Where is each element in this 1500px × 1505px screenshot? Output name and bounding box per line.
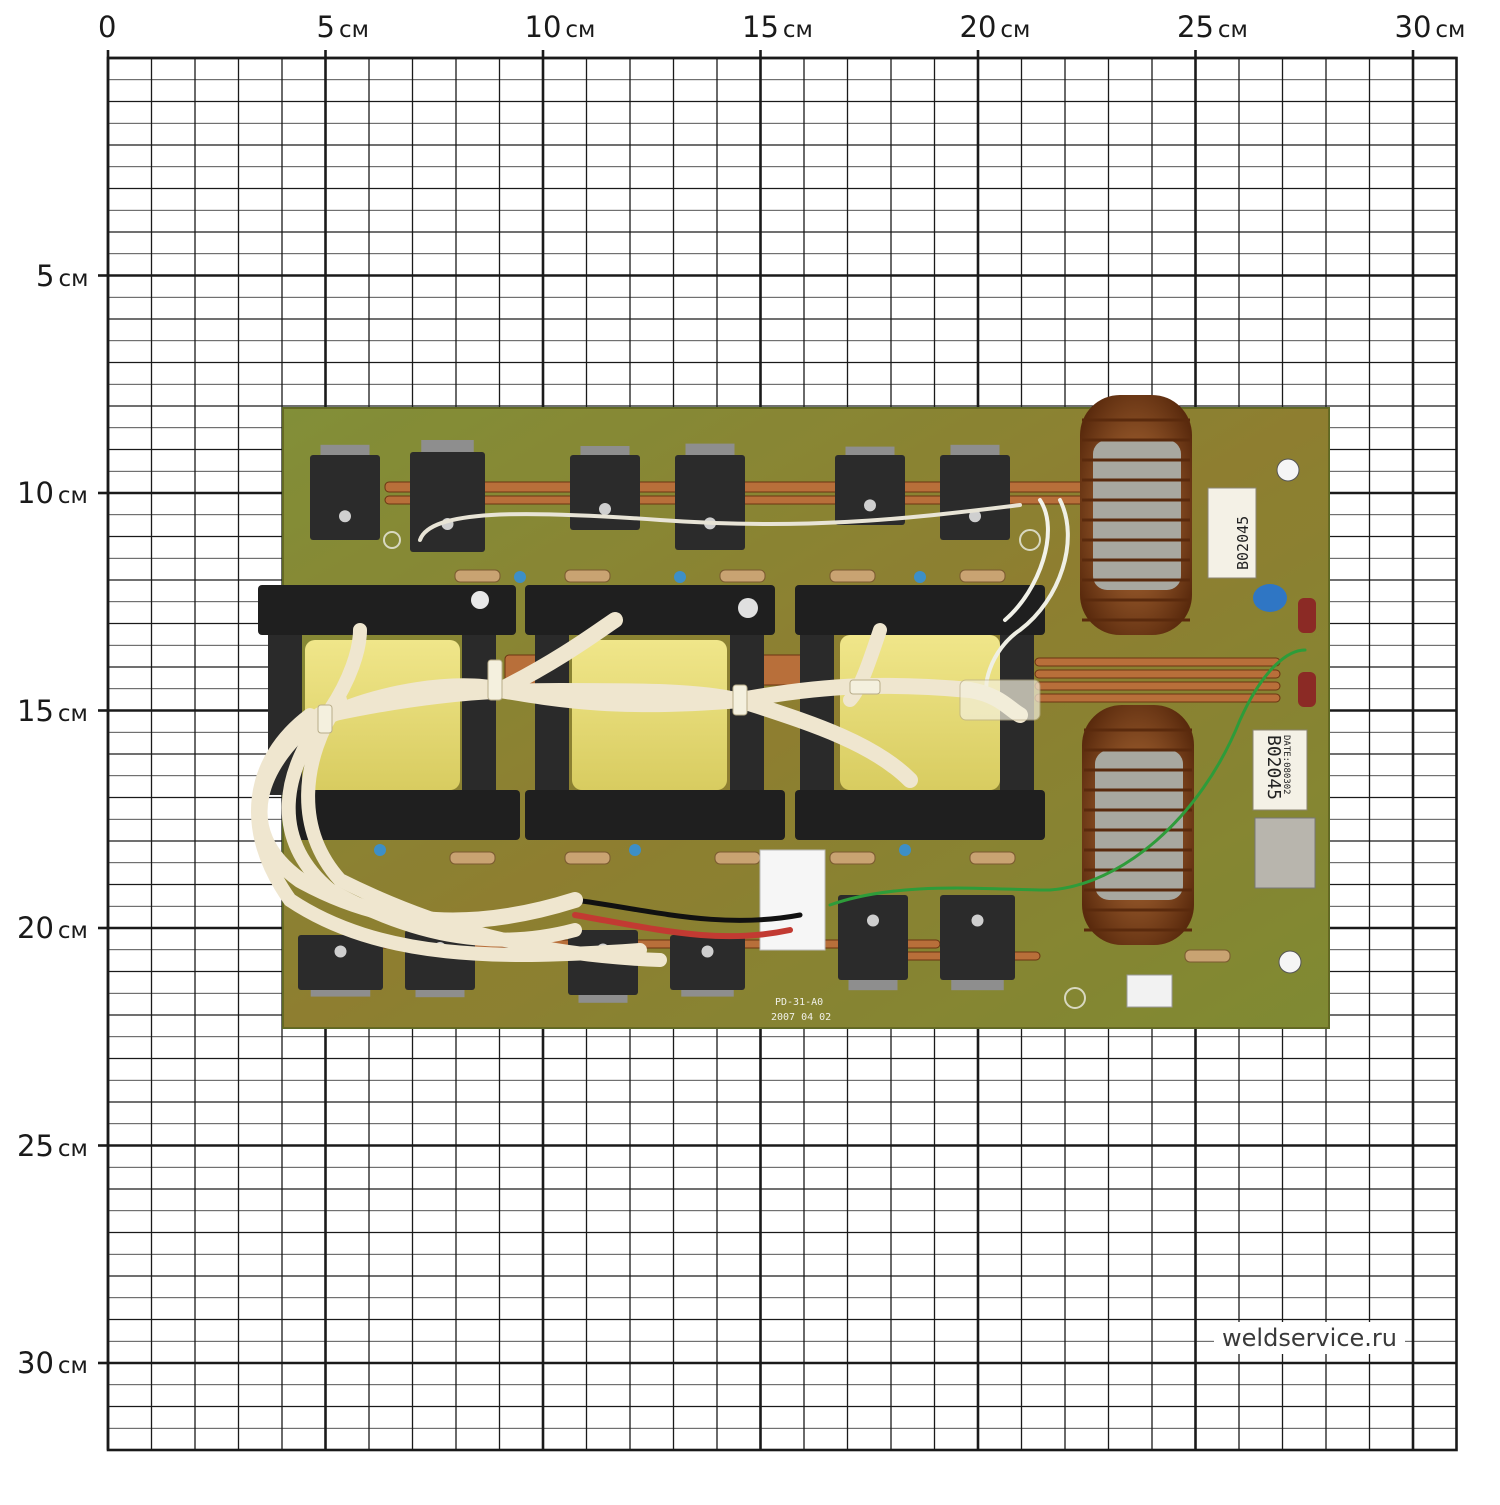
cable-ties [317, 659, 1041, 734]
transistor [940, 895, 1015, 991]
y-tick-value: 20 [17, 911, 54, 945]
pcb-date-text: 2007 04 02 [771, 1012, 831, 1023]
transformer-1 [258, 585, 520, 840]
x-tick-unit: см [1217, 17, 1248, 43]
toroid-inductors [1080, 395, 1194, 945]
x-tick-unit: см [1435, 17, 1466, 43]
board-labels: B02045 B02045 DATE:080302 PD-31-A0 2007 … [383, 458, 1316, 1023]
board-label-date: DATE:080302 [1281, 735, 1291, 795]
watermark-text: weldservice.ru [1214, 1322, 1405, 1354]
transistor [298, 935, 383, 997]
x-tick-value: 20 [959, 10, 997, 44]
transformer-2 [525, 585, 785, 840]
ruler-grid-overlay [106, 56, 1458, 1452]
x-tick-value: 0 [98, 10, 117, 44]
transistor [675, 443, 745, 550]
board-label-top: B02045 [1234, 516, 1252, 570]
toroid-top [1080, 395, 1192, 635]
x-tick-value: 25 [1177, 10, 1214, 44]
y-tick-unit: см [57, 700, 88, 727]
x-tick-unit: см [782, 17, 813, 43]
x-tick-unit: см [1000, 17, 1031, 43]
x-tick-value: 30 [1394, 10, 1432, 44]
transistor [568, 930, 638, 1003]
x-tick-label: 0 [98, 10, 116, 44]
pcb-model-text: PD-31-A0 [775, 997, 823, 1008]
y-tick-value: 5 [36, 258, 55, 293]
x-tick-value: 10 [524, 10, 562, 44]
y-tick-unit: см [57, 918, 88, 944]
transformer-3 [795, 585, 1045, 840]
y-tick-value: 10 [17, 476, 54, 510]
y-tick-value: 25 [17, 1128, 54, 1163]
toroid-bottom [1082, 705, 1194, 945]
resistors [374, 569, 1231, 963]
transistor [835, 446, 905, 525]
transistor [940, 444, 1010, 540]
y-tick-value: 30 [17, 1346, 54, 1380]
y-tick-unit: см [57, 1135, 88, 1162]
transistor [838, 895, 908, 991]
welder-inverter-pcb: B02045 B02045 DATE:080302 PD-31-A0 2007 … [250, 395, 1330, 1029]
y-tick-unit: см [58, 265, 89, 292]
x-tick-unit: см [565, 17, 596, 43]
transistor [670, 935, 745, 997]
board-label-bottom: B02045 [1263, 735, 1284, 800]
bottom-transistor-row [298, 895, 1015, 1003]
transistor [570, 446, 640, 530]
y-tick-unit: см [57, 1353, 88, 1379]
transistor [310, 444, 380, 540]
transformers [258, 585, 1045, 840]
top-transistor-row [310, 440, 1010, 552]
x-tick-value: 5 [316, 10, 335, 44]
x-tick-value: 15 [742, 10, 779, 44]
x-tick-unit: см [338, 17, 369, 43]
y-tick-value: 15 [17, 693, 54, 728]
y-tick-unit: см [57, 483, 88, 509]
grid-border [106, 56, 1458, 1452]
